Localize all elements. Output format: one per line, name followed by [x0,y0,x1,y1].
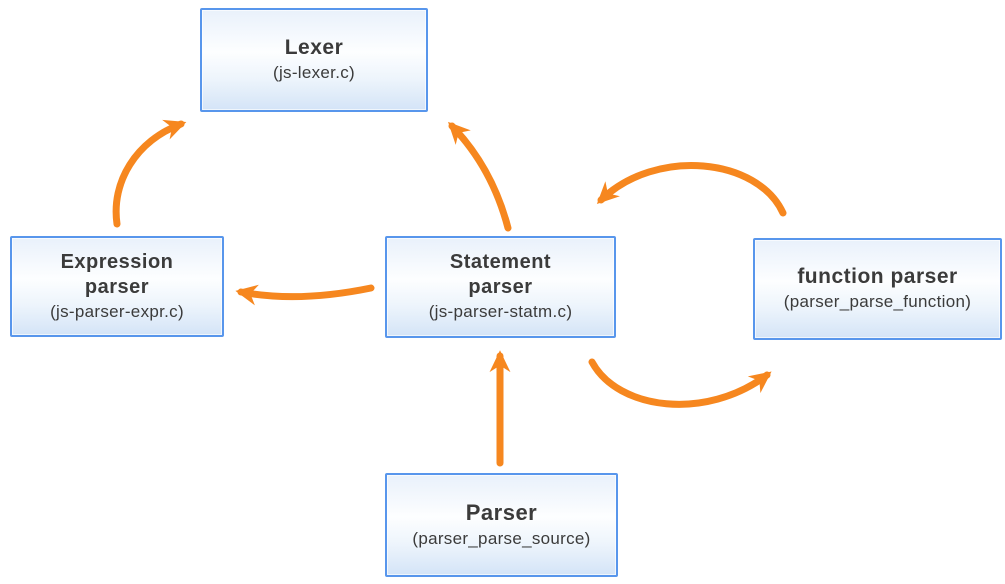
node-expression-parser-subtitle: (js-parser-expr.c) [50,301,184,321]
node-function-parser-subtitle: (parser_parse_function) [783,292,972,312]
node-statement-parser-title: Statement parser [449,251,552,299]
node-parser-subtitle: (parser_parse_source) [412,528,591,548]
node-expression-parser: Expression parser (js-parser-expr.c) [10,236,224,337]
node-function-parser-title: function parser [797,264,958,288]
edge-statement-parser-to-lexer-arrow [448,121,512,232]
edge-function-parser-to-statement-parser-arrow [596,162,787,217]
node-lexer-subtitle: (js-lexer.c) [273,63,355,83]
node-lexer-title: Lexer [284,35,344,59]
edge-statement-parser-to-function-parser-arrow [588,358,772,408]
node-lexer: Lexer (js-lexer.c) [200,8,428,112]
edge-statement-parser-to-expression-parser-arrow [235,284,375,306]
node-statement-parser: Statement parser (js-parser-statm.c) [385,236,616,338]
node-parser-title: Parser [465,500,538,526]
node-function-parser: function parser (parser_parse_function) [753,238,1002,340]
node-statement-parser-subtitle: (js-parser-statm.c) [428,302,573,322]
node-parser: Parser (parser_parse_source) [385,473,618,577]
node-expression-parser-title: Expression parser [60,250,174,298]
edge-expression-parser-to-lexer-arrow [112,119,187,228]
